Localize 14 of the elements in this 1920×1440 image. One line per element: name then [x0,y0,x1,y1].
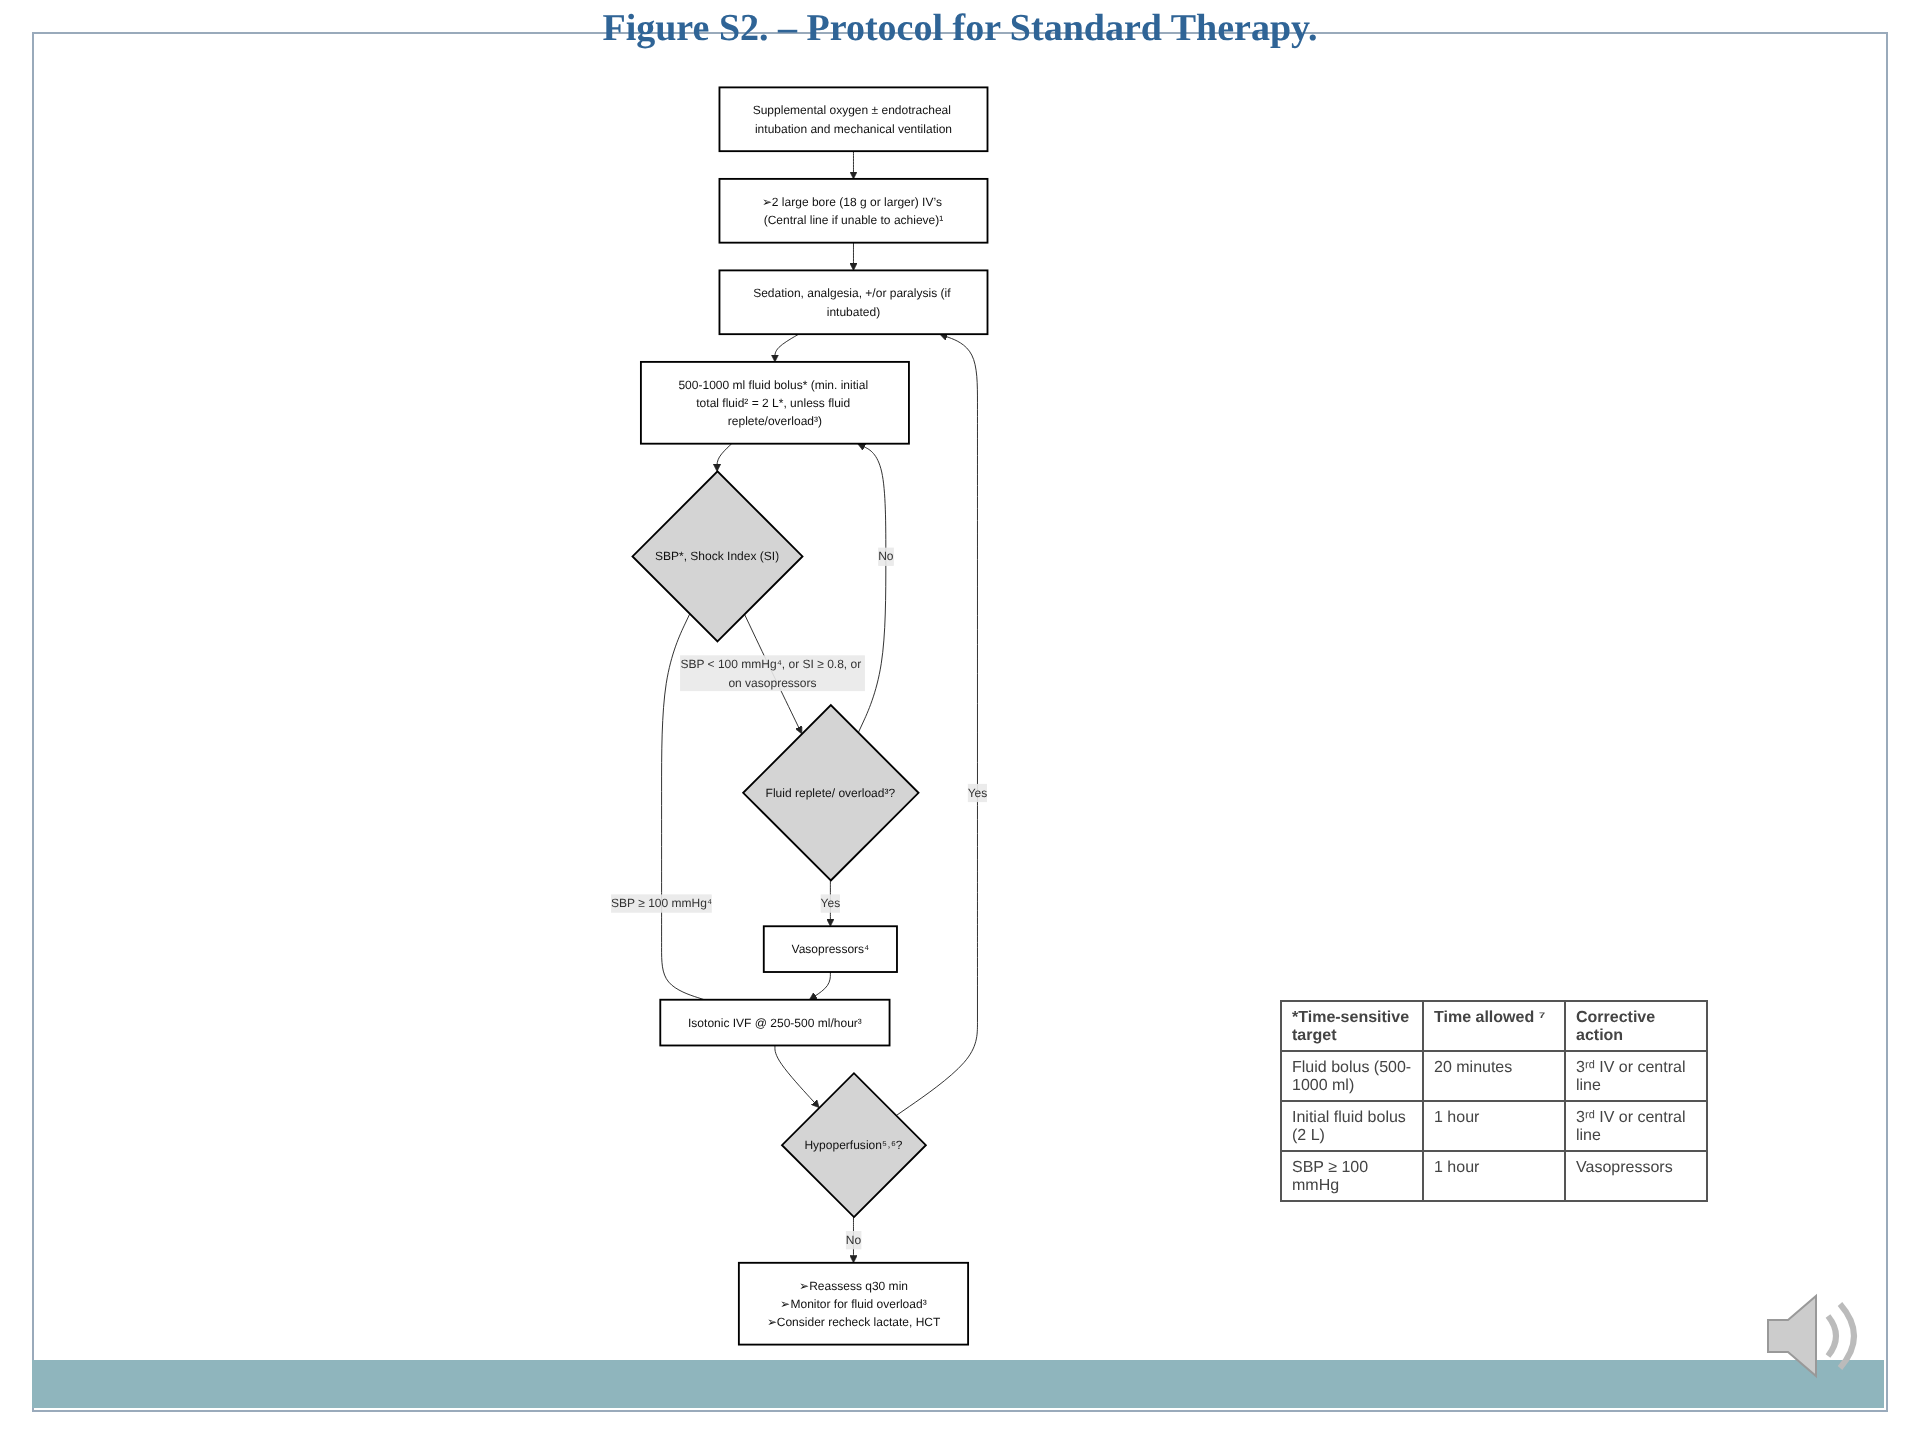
column-header: *Time-sensitive target [1281,1001,1423,1051]
table-cell: 1 hour [1423,1151,1565,1201]
table-cell: 20 minutes [1423,1051,1565,1101]
connector [661,613,706,1001]
table-cell: SBP ≥ 100 mmHg [1281,1151,1423,1201]
table-cell: Vasopressors [1565,1151,1707,1201]
figure-title: Figure S2. – Protocol for Standard Therapy. [600,8,1320,52]
table-cell: 1 hour [1423,1101,1565,1151]
table-cell: Fluid bolus (500-1000 ml) [1281,1051,1423,1101]
table-cell: 3ʳᵈ IV or central line [1565,1051,1707,1101]
table-cell: 3ʳᵈ IV or central line [1565,1101,1707,1151]
column-header: Time allowed ⁷ [1423,1001,1565,1051]
table-cell: Initial fluid bolus (2 L) [1281,1101,1423,1151]
column-header: Corrective action [1565,1001,1707,1051]
